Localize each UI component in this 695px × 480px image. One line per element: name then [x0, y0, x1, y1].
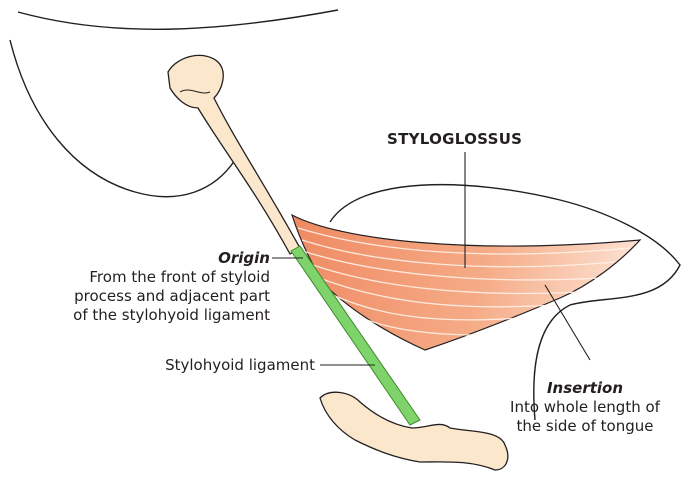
styloglossus-muscle — [292, 215, 640, 350]
stylohyoid-ligament-label: Stylohyoid ligament — [120, 358, 315, 373]
insertion-leader — [545, 285, 590, 360]
skull-base-outline — [18, 10, 338, 29]
origin-line-3: of the stylohyoid ligament — [40, 308, 270, 323]
insertion-line-2: the side of tongue — [480, 419, 690, 434]
origin-line-2: process and adjacent part — [40, 289, 270, 304]
origin-line-1: From the front of styloid — [40, 270, 270, 285]
insertion-line-1: Into whole length of — [480, 400, 690, 415]
styloglossus-label: STYLOGLOSSUS — [387, 132, 522, 147]
insertion-heading: Insertion — [540, 381, 630, 396]
styloid-process — [168, 55, 300, 254]
origin-heading: Origin — [200, 251, 270, 266]
